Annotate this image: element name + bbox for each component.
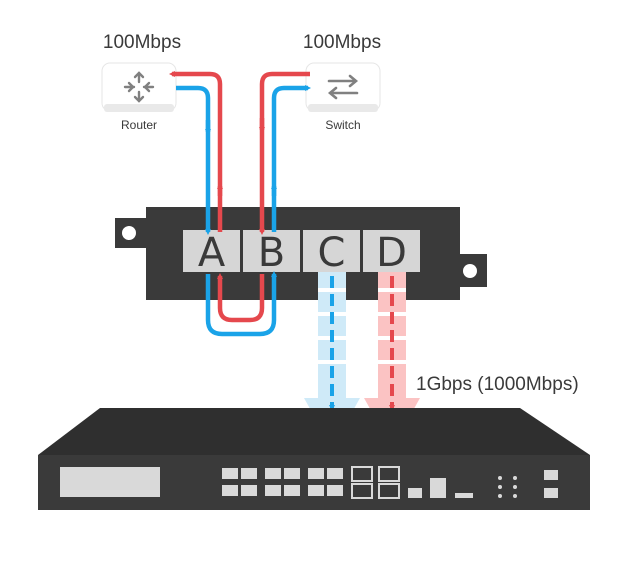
router-label: Router [121,118,157,132]
mount-hole-right [463,264,477,278]
switch-bandwidth-label: 100Mbps [303,32,381,53]
monitoring-appliance [38,408,590,510]
switch-icon [327,74,359,100]
monitor-bandwidth-label: 1Gbps (1000Mbps) [416,374,579,395]
port-b: B [243,230,300,276]
port-c-label: C [318,230,346,276]
loop-red-path [217,273,265,323]
router-to-port-a-path [176,85,211,235]
loop-blue-path [205,271,277,337]
port-a: A [183,230,240,276]
port-a-label: A [198,230,226,276]
router-device [101,62,177,112]
switch-from-port-b-path [259,71,310,235]
appliance-display [60,467,160,497]
port-b-to-switch-path [271,85,311,232]
port-b-label: B [258,230,285,276]
network-tap-device [115,207,487,300]
switch-device [305,62,381,112]
port-d-label: D [376,230,407,276]
port-d: D [363,230,420,276]
router-bandwidth-label: 100Mbps [103,32,181,53]
appliance-ports [222,466,558,499]
port-c: C [303,230,360,276]
router-icon [123,71,155,103]
switch-label: Switch [325,118,360,132]
mount-hole-left [122,226,136,240]
port-a-to-router-path [169,71,223,232]
